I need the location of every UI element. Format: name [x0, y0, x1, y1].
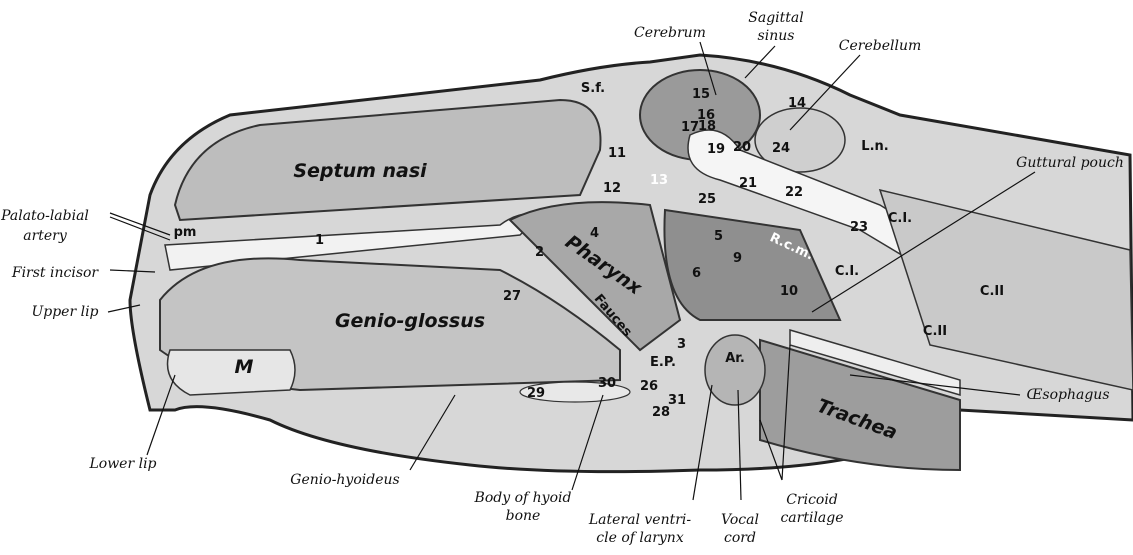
num-19: 19 — [707, 142, 725, 157]
num-20: 20 — [733, 140, 751, 155]
num-27: 27 — [503, 289, 521, 304]
num-12: 12 — [603, 181, 621, 196]
label-sagittal-sinus-1: Sagittal — [748, 10, 803, 26]
num-10: 10 — [780, 284, 798, 299]
label-ln: L.n. — [861, 139, 888, 154]
num-30: 30 — [598, 376, 616, 391]
label-cii-b: C.II — [923, 324, 947, 339]
label-first-incisor: First incisor — [11, 265, 100, 281]
label-cerebrum: Cerebrum — [634, 25, 706, 41]
cervical-vertebrae-region — [878, 188, 1133, 391]
label-genio-glossus: Genio-glossus — [335, 310, 485, 332]
label-body-of-hyoid-1: Body of hyoid — [474, 490, 572, 506]
num-13: 13 — [650, 173, 668, 188]
leader-lines — [107, 41, 1036, 501]
num-4: 4 — [590, 226, 599, 241]
num-11: 11 — [608, 146, 626, 161]
num-2: 2 — [535, 245, 544, 260]
num-23: 23 — [850, 220, 868, 235]
label-upper-lip: Upper lip — [31, 304, 98, 320]
num-22: 22 — [785, 185, 803, 200]
larynx-region — [704, 334, 766, 406]
label-oesophagus: Œsophagus — [1026, 387, 1109, 403]
num-15: 15 — [692, 87, 710, 102]
label-vocal-cord-2: cord — [724, 530, 756, 546]
label-vocal-cord-1: Vocal — [721, 512, 759, 528]
num-17: 17 — [681, 120, 699, 135]
num-29: 29 — [527, 386, 545, 401]
cerebellum-region — [754, 107, 846, 173]
label-body-of-hyoid-2: bone — [506, 508, 541, 524]
label-ar: Ar. — [725, 351, 745, 366]
guttural-pouch-region — [663, 208, 842, 321]
num-1: 1 — [315, 233, 324, 248]
num-31: 31 — [668, 393, 686, 408]
label-cii-a: C.II — [980, 284, 1004, 299]
num-3: 3 — [677, 337, 686, 352]
label-pm: pm — [174, 225, 197, 240]
label-palato-labial-1: Palato-labial — [0, 208, 89, 224]
num-5: 5 — [714, 229, 723, 244]
label-septum-nasi: Septum nasi — [293, 160, 427, 182]
trachea-region — [759, 338, 961, 472]
septum-nasi-region — [173, 98, 602, 222]
mandible — [166, 349, 296, 396]
label-lower-lip: Lower lip — [88, 456, 156, 472]
num-18: 18 — [698, 119, 716, 134]
label-lateral-ventricle-2: cle of larynx — [596, 530, 684, 546]
num-24: 24 — [772, 141, 790, 156]
num-25: 25 — [698, 192, 716, 207]
label-guttural-pouch: Guttural pouch — [1016, 155, 1124, 171]
label-lateral-ventricle-1: Lateral ventri- — [588, 512, 692, 528]
oesophagus-region — [789, 328, 961, 397]
label-palato-labial-2: artery — [23, 228, 68, 244]
num-9: 9 — [733, 251, 742, 266]
label-ep: E.P. — [650, 355, 676, 370]
label-ci-b: C.I. — [835, 264, 859, 279]
num-14: 14 — [788, 96, 806, 111]
label-cerebellum: Cerebellum — [839, 38, 921, 54]
label-ci-a: C.I. — [888, 211, 912, 226]
num-21: 21 — [739, 176, 757, 191]
pharynx-region — [508, 201, 682, 352]
num-26: 26 — [640, 379, 658, 394]
label-sf: S.f. — [581, 81, 605, 96]
label-cricoid-2: cartilage — [780, 510, 843, 526]
label-sagittal-sinus-2: sinus — [758, 28, 795, 44]
label-m: M — [235, 356, 254, 378]
num-6: 6 — [692, 266, 701, 281]
label-genio-hyoideus: Genio-hyoideus — [290, 472, 399, 488]
num-28: 28 — [652, 405, 670, 420]
num-16: 16 — [697, 108, 715, 123]
label-cricoid-1: Cricoid — [786, 492, 838, 508]
